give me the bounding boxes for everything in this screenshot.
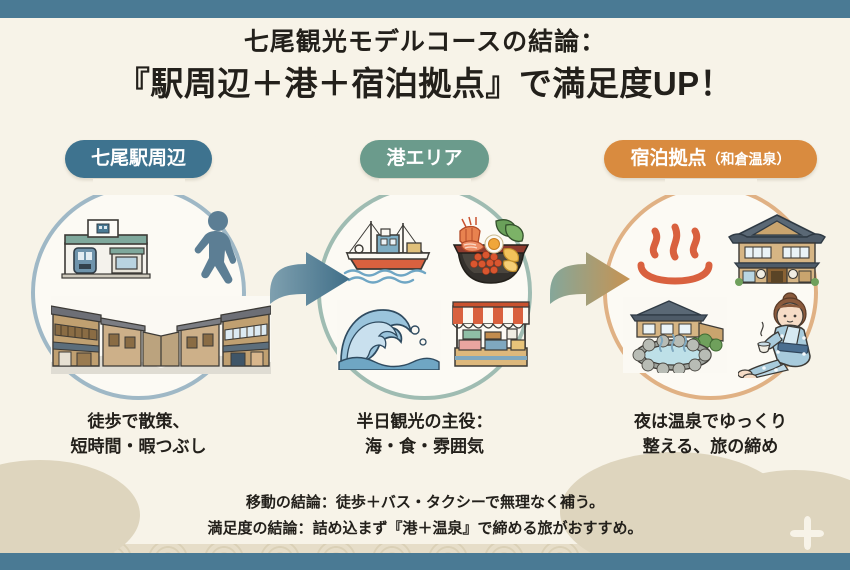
ring-lodging-area [603,178,826,400]
title-line-2: 『駅周辺＋港＋宿泊拠点』で満足度UP！ [116,64,734,102]
pill-station-area[interactable]: 七尾駅周辺 [64,140,212,178]
sparkle-icon [790,516,824,550]
caption-lodging-line-2: 整える、旅の締め [642,437,779,457]
ryokan-building-icon [728,214,826,287]
caption-station-line-1: 徒歩で散策、 [87,411,190,431]
footer-conclusions: 移動の結論：徒歩＋バス・タクシーで無理なく補う。 満足度の結論：詰め込まず『港＋… [0,490,850,543]
caption-port-area: 半日観光の主役： 海・食・雰囲気 [282,409,567,460]
column-lodging-area: 宿泊拠点（和倉温泉） [568,140,850,460]
columns-container: 七尾駅周辺 [0,140,850,470]
pill-lodging-area[interactable]: 宿泊拠点（和倉温泉） [604,140,817,178]
title-line-1: 七尾観光モデルコースの結論： [243,28,607,56]
caption-station-area: 徒歩で散策、 短時間・暇つぶし [0,409,281,460]
caption-station-line-2: 短時間・暇つぶし [70,437,207,457]
cloud-shape-top-mid [120,10,420,140]
ring-station-area [31,178,271,400]
pill-port-area[interactable]: 港エリア [360,140,489,178]
walking-person-icon [194,210,237,284]
footer-line-1: 移動の結論：徒歩＋バス・タクシーで無理なく補う。 [245,493,605,511]
caption-port-line-2: 海・食・雰囲気 [365,437,484,457]
caption-port-line-1: 半日観光の主役： [356,411,493,431]
open-air-bath-icon [623,296,727,373]
caption-lodging-line-1: 夜は温泉でゆっくり [634,411,787,431]
seafood-bowl-icon [452,216,530,284]
pill-lodging-area-sublabel: （和倉温泉） [706,151,791,167]
onsen-steam-icon [637,223,713,285]
townscape-street-left-icon [51,296,161,374]
pill-lodging-area-label: 宿泊拠点 [630,148,707,169]
title-block: 七尾観光モデルコースの結論： 『駅周辺＋港＋宿泊拠点』で満足度UP！ [0,26,850,106]
arrow-port-to-lodging [550,252,630,306]
column-station-area: 七尾駅周辺 [0,140,281,460]
cloud-shape-top-right [480,14,780,134]
fishing-boat-icon [343,220,431,284]
arrow-station-to-port [270,252,350,306]
caption-lodging-area: 夜は温泉でゆっくり 整える、旅の締め [568,409,850,460]
yukata-woman-icon [738,292,811,378]
train-station-icon [61,218,151,279]
pill-port-area-label: 港エリア [386,148,463,169]
pill-station-area-label: 七尾駅周辺 [90,148,186,169]
ring-port-area [317,178,532,400]
top-accent-bar [0,0,850,18]
bottom-accent-bar [0,553,850,570]
market-stall-icon [452,301,530,367]
townscape-street-right-icon [161,296,271,374]
column-port-area: 港エリア [282,140,567,460]
ocean-wave-icon [337,300,441,370]
footer-line-2: 満足度の結論：詰め込まず『港＋温泉』で締める旅がおすすめ。 [207,519,643,537]
